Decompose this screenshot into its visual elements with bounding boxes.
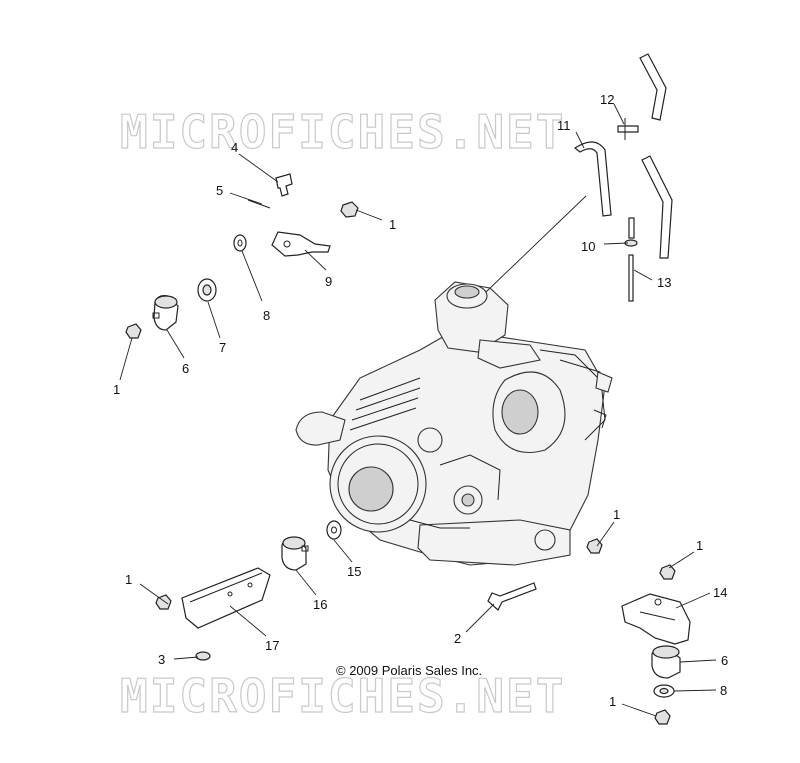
vent-hose-11 — [573, 141, 612, 217]
callout-15: 15 — [347, 564, 361, 579]
callout-8-lower: 8 — [720, 683, 727, 698]
engine-assembly — [295, 281, 613, 566]
nut-1-upper — [340, 201, 359, 218]
callout-14: 14 — [713, 585, 727, 600]
callout-17: 17 — [265, 638, 279, 653]
callout-1-right: 1 — [696, 538, 703, 553]
callout-1-left: 1 — [113, 382, 120, 397]
nut-1-lower-right — [654, 709, 671, 725]
tee-fitting-12 — [617, 125, 639, 133]
vent-filter-10 — [628, 217, 635, 239]
bolt-2 — [487, 582, 537, 611]
vent-line-13 — [628, 254, 634, 302]
vent-hose-upper — [639, 53, 667, 121]
callout-9: 9 — [325, 274, 332, 289]
callout-16: 16 — [313, 597, 327, 612]
bracket-17 — [181, 567, 271, 629]
nut-1-right — [659, 564, 676, 580]
callout-4: 4 — [231, 140, 238, 155]
bolt-4 — [275, 173, 293, 197]
callout-2: 2 — [454, 631, 461, 646]
callout-1-center: 1 — [613, 507, 620, 522]
nut-3 — [195, 651, 211, 661]
leader-lines — [119, 103, 717, 717]
callout-1-lower-right: 1 — [609, 694, 616, 709]
callout-1-upper: 1 — [389, 217, 396, 232]
callout-1-lower-left: 1 — [125, 572, 132, 587]
watermark-top: MICROFICHES.NET — [120, 105, 565, 159]
watermark-bottom: MICROFICHES.NET — [120, 669, 565, 723]
callout-12: 12 — [600, 92, 614, 107]
callouts: 12 11 4 5 1 10 13 9 8 7 6 1 1 1 15 16 1 … — [113, 92, 728, 709]
callout-6-lower: 6 — [721, 653, 728, 668]
vent-hose-right — [641, 155, 673, 259]
callout-11: 11 — [557, 118, 571, 133]
washer-15 — [326, 520, 342, 540]
nut-1-left — [125, 323, 142, 339]
callout-8-upper: 8 — [263, 308, 270, 323]
callout-7: 7 — [219, 340, 226, 355]
callout-10: 10 — [581, 239, 595, 254]
callout-6-upper: 6 — [182, 361, 189, 376]
callout-13: 13 — [657, 275, 671, 290]
bracket-14 — [621, 593, 691, 645]
callout-3: 3 — [158, 652, 165, 667]
washer-8-upper — [233, 234, 247, 252]
bracket-9 — [271, 231, 331, 257]
copyright-text: © 2009 Polaris Sales Inc. — [336, 663, 482, 678]
callout-5: 5 — [216, 183, 223, 198]
nut-1-center — [586, 538, 603, 554]
